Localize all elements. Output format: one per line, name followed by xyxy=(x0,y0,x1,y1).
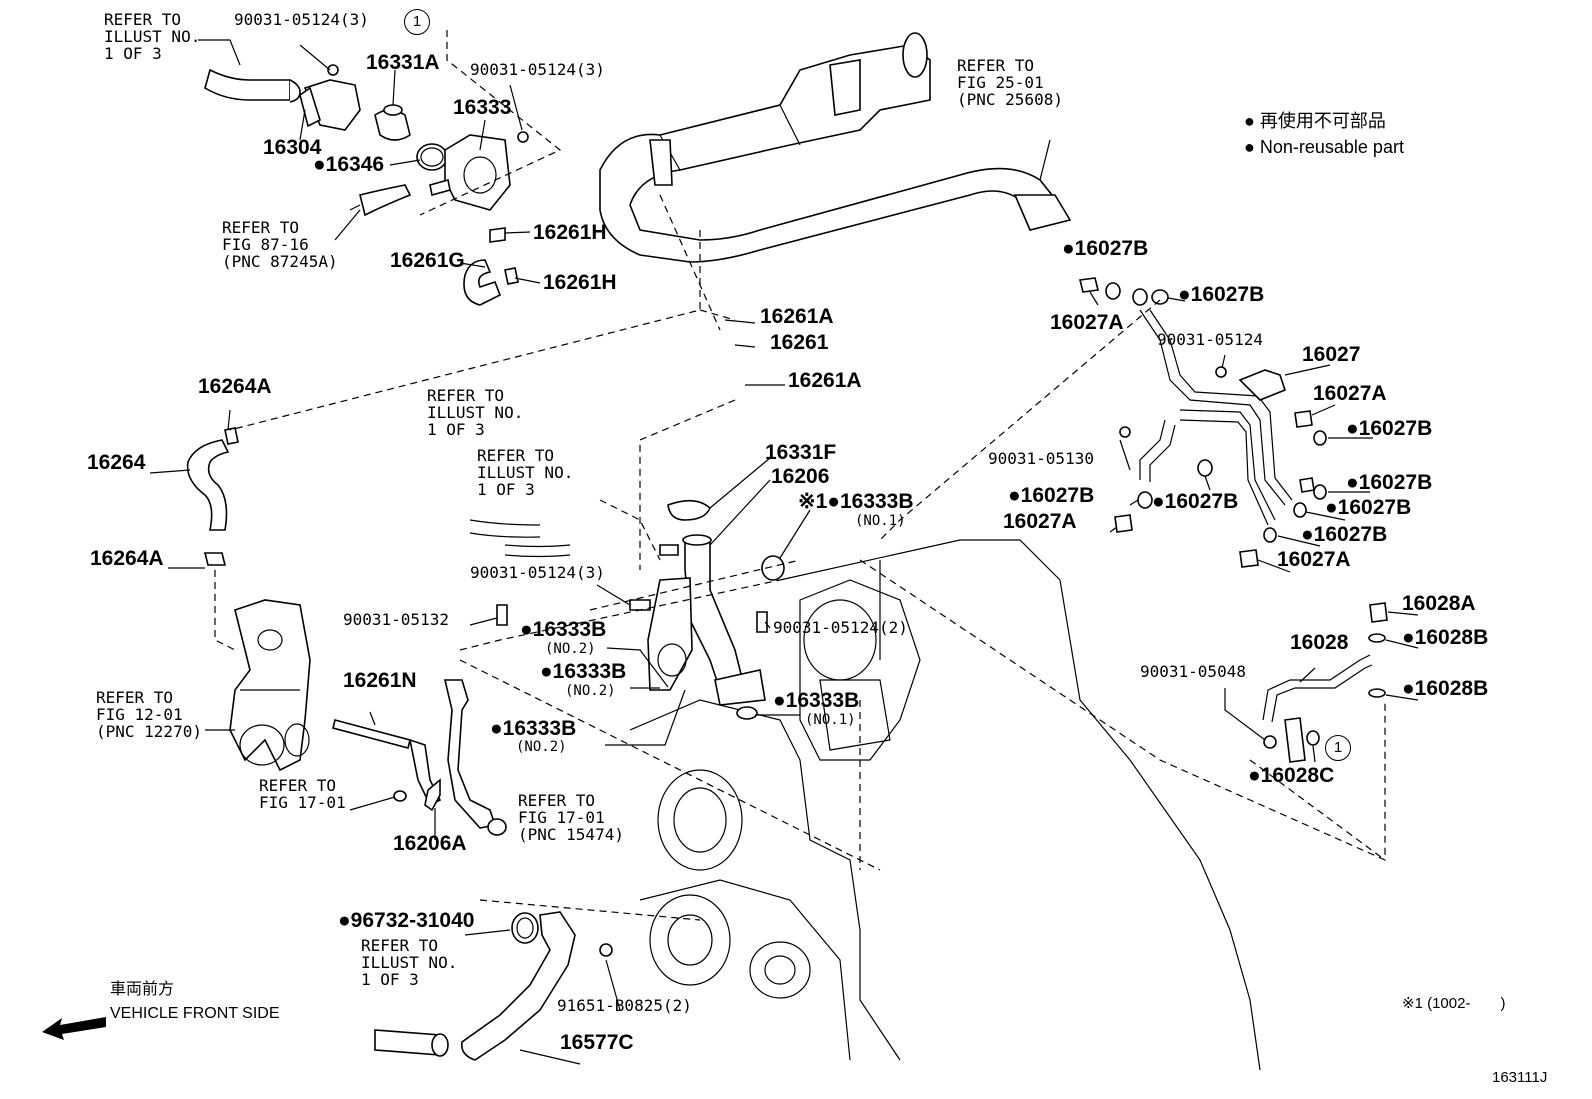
refer-illust-label-b: REFER TO ILLUST NO. 1 OF 3 xyxy=(427,386,524,439)
part-number-16027A-b: 16027A xyxy=(1313,382,1387,405)
part-number-16346: ●16346 xyxy=(313,153,385,176)
part-number-90031-05124-3b: 90031-05124(3) xyxy=(470,60,605,79)
label-no1-b: (NO.1) xyxy=(805,712,856,728)
vehicle-front-arrow-icon xyxy=(42,1017,106,1040)
part-number-90031-05124-3a: 90031-05124(3) xyxy=(234,10,369,29)
part-number-91651-B0825-2: 91651-B0825(2) xyxy=(557,996,692,1015)
water-outlet-group xyxy=(496,499,785,720)
part-number-16261H-b: 16261H xyxy=(543,271,617,294)
part-number-16027B-g: ●16027B xyxy=(1325,496,1412,519)
circle-reference-1-top: 1 xyxy=(404,9,430,35)
part-number-16027B-b: ●16027B xyxy=(1178,283,1265,306)
part-number-16027B-d: ●16027B xyxy=(1346,471,1433,494)
part-number-16264A-b: 16264A xyxy=(90,547,164,570)
part-number-16028C: ●16028C xyxy=(1248,764,1335,787)
label-no2-b: (NO.2) xyxy=(565,683,616,699)
refer-fig-17-01-label-b: REFER TO FIG 17-01 (PNC 15474) xyxy=(518,791,624,844)
part-number-16028A: 16028A xyxy=(1402,592,1476,615)
pipe-16027-group xyxy=(1079,277,1327,568)
refer-fig-17-01-label-a: REFER TO FIG 17-01 xyxy=(259,776,346,812)
part-number-16577C: 16577C xyxy=(560,1031,634,1054)
part-number-16333: 16333 xyxy=(453,96,512,119)
label-no1-a: (NO.1) xyxy=(855,513,906,529)
part-number-16333B-no1-a: ※1●16333B xyxy=(798,490,914,513)
refer-illust-label-c: REFER TO ILLUST NO. 1 OF 3 xyxy=(477,446,574,499)
leader-lines xyxy=(149,39,1419,1065)
part-number-16028B-b: ●16028B xyxy=(1402,677,1489,700)
part-number-90031-05124: 90031-05124 xyxy=(1157,330,1263,349)
part-number-16264A-a: 16264A xyxy=(198,375,272,398)
part-number-90031-05124-2: 90031-05124(2) xyxy=(773,618,908,637)
part-number-16028: 16028 xyxy=(1290,631,1349,654)
part-number-16331A: 16331A xyxy=(366,51,440,74)
part-number-90031-05130: 90031-05130 xyxy=(988,449,1094,468)
refer-illust-label-a: REFER TO ILLUST NO. 1 OF 3 xyxy=(104,10,201,63)
note-range: ※1 (1002- ) xyxy=(1402,995,1506,1012)
part-number-16027B-c: ●16027B xyxy=(1346,417,1433,440)
part-number-16264: 16264 xyxy=(87,451,146,474)
part-number-16304: 16304 xyxy=(263,136,322,159)
part-number-16333B-no2-c: ●16333B xyxy=(490,717,577,740)
part-number-16261: 16261 xyxy=(770,331,829,354)
water-pipe-upper xyxy=(599,32,1072,263)
part-number-90031-05132: 90031-05132 xyxy=(343,610,449,629)
part-number-16027B-e: ●16027B xyxy=(1008,484,1095,507)
part-number-16206A: 16206A xyxy=(393,832,467,855)
part-number-16261H-a: 16261H xyxy=(533,221,607,244)
part-number-16027B-a: ●16027B xyxy=(1062,237,1149,260)
refer-illust-label-d: REFER TO ILLUST NO. 1 OF 3 xyxy=(361,936,458,989)
part-number-90031-05048: 90031-05048 xyxy=(1140,662,1246,681)
part-number-16027A-d: 16027A xyxy=(1277,548,1351,571)
part-number-16206: 16206 xyxy=(771,465,830,488)
circle-reference-1-right: 1 xyxy=(1325,735,1351,761)
legend-non-reusable-jp: ● 再使用不可部品 xyxy=(1244,111,1386,131)
label-no2-a: (NO.2) xyxy=(545,641,596,657)
vehicle-front-jp: 車両前方 xyxy=(110,981,175,998)
bottom-pipe-group xyxy=(374,911,613,1061)
label-no2-c: (NO.2) xyxy=(516,739,567,755)
part-number-16331F: 16331F xyxy=(765,441,837,464)
vehicle-front-en: VEHICLE FRONT SIDE xyxy=(110,1005,280,1022)
part-number-16028B-a: ●16028B xyxy=(1402,626,1489,649)
pipe-16028-group xyxy=(1262,602,1388,763)
water-pump-group xyxy=(186,427,311,772)
part-number-16333B-no2-a: ●16333B xyxy=(520,618,607,641)
part-number-96732-31040: ●96732-31040 xyxy=(338,909,475,932)
engine-block-outline xyxy=(629,539,1261,1071)
part-number-16027B-h: ●16027B xyxy=(1301,523,1388,546)
part-number-16261N: 16261N xyxy=(343,669,417,692)
part-number-16027A-a: 16027A xyxy=(1050,311,1124,334)
part-number-16027B-f: ●16027B xyxy=(1152,490,1239,513)
part-number-16261A-a: 16261A xyxy=(760,305,834,328)
part-number-16333B-no1-b: ●16333B xyxy=(773,689,860,712)
hose-group-center xyxy=(332,519,571,836)
thermostat-group xyxy=(204,64,529,306)
figure-id: 163111J xyxy=(1492,1069,1548,1086)
refer-fig-25-01-label: REFER TO FIG 25-01 (PNC 25608) xyxy=(957,56,1063,109)
part-number-16027: 16027 xyxy=(1302,343,1361,366)
refer-fig-87-16-label: REFER TO FIG 87-16 (PNC 87245A) xyxy=(222,218,338,271)
legend-non-reusable-en: ● Non-reusable part xyxy=(1244,137,1404,157)
part-number-16261G: 16261G xyxy=(390,249,465,272)
refer-fig-12-01-label: REFER TO FIG 12-01 (PNC 12270) xyxy=(96,688,202,741)
part-number-16333B-no2-b: ●16333B xyxy=(540,660,627,683)
dashed-guide-lines xyxy=(214,30,1386,921)
part-number-16261A-b: 16261A xyxy=(788,369,862,392)
part-number-90031-05124-3c: 90031-05124(3) xyxy=(470,563,605,582)
part-number-16027A-c: 16027A xyxy=(1003,510,1077,533)
